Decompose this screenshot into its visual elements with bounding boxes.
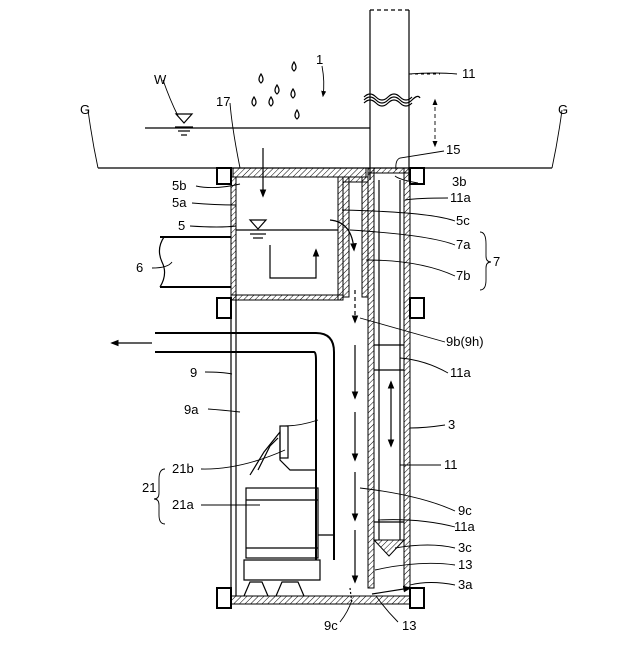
label-3a: 3a xyxy=(458,577,473,592)
discharge-pipe xyxy=(112,333,334,560)
label-6: 6 xyxy=(136,260,143,275)
label-7a: 7a xyxy=(456,237,471,252)
label-7b: 7b xyxy=(456,268,470,283)
label-5: 5 xyxy=(178,218,185,233)
inlet-pipe-6 xyxy=(159,237,231,287)
label-G-right: G xyxy=(558,102,568,117)
rain-drops xyxy=(252,62,299,119)
label-5a: 5a xyxy=(172,195,187,210)
leader-lines xyxy=(152,73,491,622)
label-W: W xyxy=(154,72,167,87)
pump-21 xyxy=(244,426,334,596)
label-1: 1 xyxy=(316,52,323,67)
label-21a: 21a xyxy=(172,497,194,512)
inlet-grating-17 xyxy=(233,168,366,177)
label-5b: 5b xyxy=(172,178,186,193)
label-G-left: G xyxy=(80,102,90,117)
labels: W G G 1 11 17 15 5b 3b 5a 11a 5 5c 7a 7 … xyxy=(80,52,568,633)
label-17: 17 xyxy=(216,94,230,109)
label-3: 3 xyxy=(448,417,455,432)
label-15: 15 xyxy=(446,142,460,157)
label-11a-mid: 11a xyxy=(450,365,471,380)
ground-line xyxy=(88,110,562,168)
guide-tube-11a xyxy=(368,168,410,588)
label-9b9h: 9b(9h) xyxy=(446,334,484,349)
chamber-5 xyxy=(231,177,354,300)
label-13-bottom: 13 xyxy=(402,618,416,633)
label-5c: 5c xyxy=(456,213,470,228)
label-21b: 21b xyxy=(172,461,194,476)
label-11a-low: 11a xyxy=(454,519,475,534)
label-7: 7 xyxy=(493,254,500,269)
label-11a-top: 11a xyxy=(450,190,471,205)
label-9: 9 xyxy=(190,365,197,380)
label-11-top: 11 xyxy=(462,66,476,81)
label-9a: 9a xyxy=(184,402,199,417)
label-9c-right: 9c xyxy=(458,503,472,518)
label-11-mid: 11 xyxy=(444,457,458,472)
label-3b: 3b xyxy=(452,174,466,189)
water-surface xyxy=(145,80,370,135)
rod-11-upper xyxy=(364,10,420,180)
label-9c-bottom: 9c xyxy=(324,618,338,633)
label-3c: 3c xyxy=(458,540,472,555)
label-21: 21 xyxy=(142,480,156,495)
overflow-7 xyxy=(343,177,368,297)
label-13-right: 13 xyxy=(458,557,472,572)
